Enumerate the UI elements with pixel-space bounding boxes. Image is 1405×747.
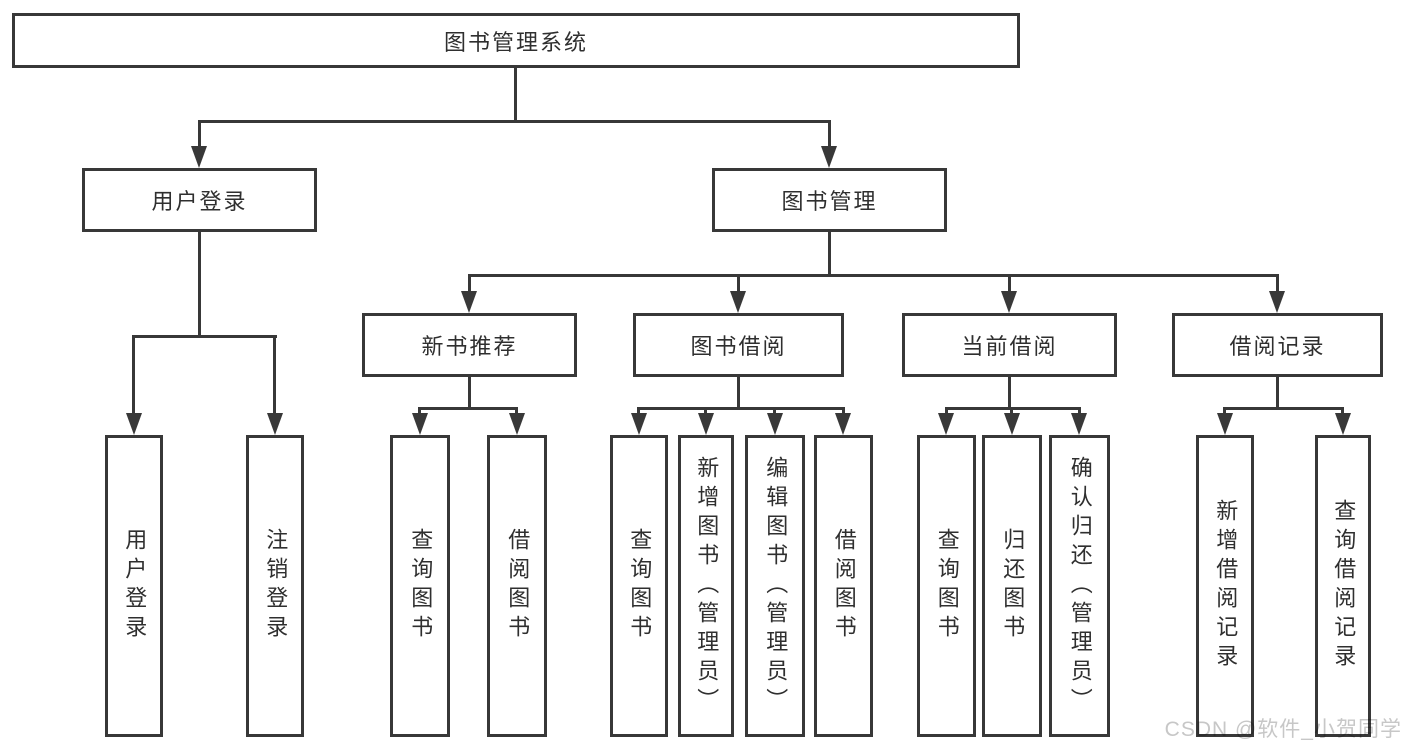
node-borrow-records-label: 借阅记录: [1229, 334, 1326, 359]
connector-borrow-records-rail: [1223, 407, 1344, 410]
arrowhead-icon: [509, 413, 525, 435]
arrowhead-icon: [631, 413, 647, 435]
connector-to-leaf: [637, 407, 640, 415]
arrowhead-icon: [767, 413, 783, 435]
node-current-borrow-label: 当前借阅: [961, 334, 1058, 359]
connector-to-new-book-recommend: [468, 274, 471, 293]
connector-to-current-borrow: [1008, 274, 1011, 293]
node-leaf-confirm-return-admin: 确认归还（管理员）: [1049, 435, 1110, 737]
connector-to-user-login: [198, 120, 201, 148]
arrowhead-borrow-records-icon: [1269, 291, 1285, 313]
connector-new-book-rail: [418, 407, 518, 410]
node-leaf-query-books-current: 查询图书: [917, 435, 976, 737]
connector-to-leaf: [945, 407, 948, 415]
connector-to-leaf: [842, 407, 845, 415]
connector-root-rail: [198, 120, 831, 123]
connector-to-borrow-records: [1276, 274, 1279, 293]
node-leaf-query-books-borrow: 查询图书: [610, 435, 668, 737]
connector-book-borrow-stem: [737, 377, 740, 407]
arrowhead-icon: [1004, 413, 1020, 435]
arrowhead-leaf-logout-icon: [267, 413, 283, 435]
node-leaf-add-book-admin: 新增图书（管理员）: [678, 435, 734, 737]
arrowhead-icon: [1071, 413, 1087, 435]
arrowhead-book-borrow-icon: [730, 291, 746, 313]
node-borrow-records: 借阅记录: [1172, 313, 1383, 377]
node-book-borrow: 图书借阅: [633, 313, 844, 377]
node-book-management: 图书管理: [712, 168, 947, 232]
connector-to-leaf: [704, 407, 707, 415]
arrowhead-leaf-user-login-icon: [126, 413, 142, 435]
connector-to-leaf-user-login: [132, 335, 135, 415]
node-book-borrow-label: 图书借阅: [690, 334, 787, 359]
connector-book-management-stem: [828, 232, 831, 274]
node-leaf-add-borrow-record: 新增借阅记录: [1196, 435, 1254, 737]
connector-user-login-rail: [132, 335, 277, 338]
connector-to-book-borrow: [737, 274, 740, 293]
connector-to-book-management: [828, 120, 831, 148]
node-root: 图书管理系统: [12, 13, 1020, 68]
node-new-book-recommend-label: 新书推荐: [421, 334, 518, 359]
connector-borrow-records-stem: [1276, 377, 1279, 407]
node-book-management-label: 图书管理: [781, 189, 878, 214]
node-leaf-edit-book-admin: 编辑图书（管理员）: [745, 435, 805, 737]
connector-to-leaf: [1223, 407, 1226, 415]
connector-book-management-rail: [468, 274, 1279, 277]
arrowhead-icon: [938, 413, 954, 435]
arrowhead-icon: [1217, 413, 1233, 435]
node-leaf-logout: 注销登录: [246, 435, 304, 737]
connector-current-borrow-rail: [945, 407, 1081, 410]
connector-to-leaf: [515, 407, 518, 415]
csdn-watermark: CSDN @软件_小贺同学: [1164, 718, 1402, 741]
connector-to-leaf: [418, 407, 421, 415]
connector-to-leaf: [1341, 407, 1344, 415]
node-leaf-query-books-recommend: 查询图书: [390, 435, 450, 737]
arrowhead-icon: [412, 413, 428, 435]
arrowhead-book-management-icon: [821, 146, 837, 168]
arrowhead-current-borrow-icon: [1001, 291, 1017, 313]
arrowhead-icon: [835, 413, 851, 435]
node-user-login: 用户登录: [82, 168, 317, 232]
connector-to-leaf: [1078, 407, 1081, 415]
node-leaf-borrow-books-recommend: 借阅图书: [487, 435, 547, 737]
node-current-borrow: 当前借阅: [902, 313, 1117, 377]
node-new-book-recommend: 新书推荐: [362, 313, 577, 377]
arrowhead-icon: [1335, 413, 1351, 435]
node-user-login-label: 用户登录: [151, 189, 248, 214]
node-leaf-query-borrow-record: 查询借阅记录: [1315, 435, 1371, 737]
arrowhead-icon: [698, 413, 714, 435]
node-root-label: 图书管理系统: [443, 29, 588, 55]
connector-root-stem: [514, 68, 517, 120]
connector-user-login-stem: [198, 232, 201, 335]
connector-book-borrow-rail: [637, 407, 845, 410]
arrowhead-user-login-icon: [191, 146, 207, 168]
connector-current-borrow-stem: [1008, 377, 1011, 407]
connector-new-book-stem: [468, 377, 471, 407]
connector-to-leaf: [773, 407, 776, 415]
node-leaf-user-login: 用户登录: [105, 435, 163, 737]
node-leaf-return-books: 归还图书: [982, 435, 1042, 737]
arrowhead-new-book-recommend-icon: [461, 291, 477, 313]
connector-to-leaf-logout: [273, 335, 276, 415]
node-leaf-borrow-books-2: 借阅图书: [814, 435, 873, 737]
connector-to-leaf: [1010, 407, 1013, 415]
